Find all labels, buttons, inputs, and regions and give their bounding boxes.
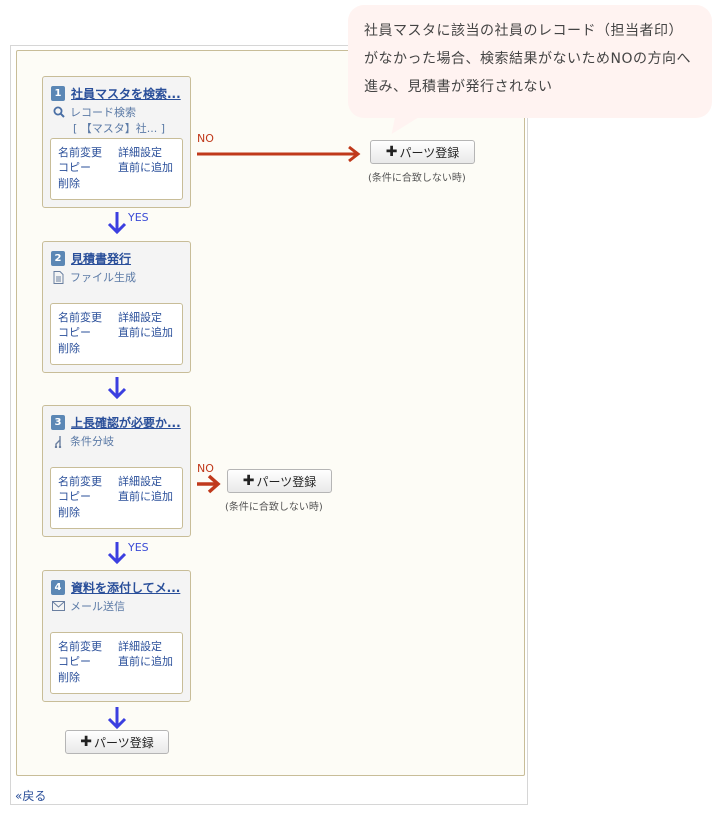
add-parts-label: パーツ登録 [256, 474, 317, 489]
add-parts-label: パーツ登録 [93, 735, 154, 750]
step-actions: 名前変更 詳細設定 コピー 直前に追加 削除 [50, 632, 183, 694]
step-title-link[interactable]: 資料を添付してメ... [71, 580, 181, 595]
detail-settings-link[interactable]: 詳細設定 [118, 475, 162, 488]
insert-before-link[interactable]: 直前に追加 [118, 655, 173, 668]
detail-settings-link[interactable]: 詳細設定 [118, 640, 162, 653]
yes-arrow-icon [107, 542, 127, 565]
detail-settings-link[interactable]: 詳細設定 [118, 311, 162, 324]
copy-link[interactable]: コピー [58, 326, 91, 339]
delete-link[interactable]: 削除 [58, 342, 80, 355]
add-parts-button[interactable]: ✚ パーツ登録 [227, 469, 332, 493]
down-arrow-icon [107, 377, 127, 400]
step-title-link[interactable]: 上長確認が必要か... [71, 415, 181, 430]
step-actions: 名前変更 詳細設定 コピー 直前に追加 削除 [50, 303, 183, 365]
yes-arrow-icon [107, 212, 127, 235]
step-number-badge: 2 [51, 250, 65, 266]
step-target-label: [ 【マスタ】社... ] [73, 122, 166, 135]
delete-link[interactable]: 削除 [58, 177, 80, 190]
flow-step-1: 1 社員マスタを検索... レコード検索 [ 【マスタ】社... ] 名前変更 … [42, 76, 191, 208]
delete-link[interactable]: 削除 [58, 506, 80, 519]
flow-step-2: 2 見積書発行 ファイル生成 名前変更 詳細設定 コピー 直前に追加 削除 [42, 241, 191, 373]
insert-before-link[interactable]: 直前に追加 [118, 490, 173, 503]
detail-settings-link[interactable]: 詳細設定 [118, 146, 162, 159]
plus-icon: ✚ [242, 473, 255, 489]
search-icon [52, 106, 65, 118]
yes-label: YES [128, 541, 149, 554]
plus-icon: ✚ [80, 734, 92, 750]
annotation-callout: 社員マスタに該当の社員のレコード（担当者印）がなかった場合、検索結果がないためN… [348, 5, 712, 118]
rename-link[interactable]: 名前変更 [58, 640, 102, 653]
copy-link[interactable]: コピー [58, 161, 91, 174]
step-number-badge: 3 [51, 414, 65, 430]
branch-icon [52, 435, 65, 448]
insert-before-link[interactable]: 直前に追加 [118, 161, 173, 174]
rename-link[interactable]: 名前変更 [58, 475, 102, 488]
step-title-link[interactable]: 社員マスタを検索... [71, 86, 181, 101]
yes-label: YES [128, 211, 149, 224]
step-type-label: メール送信 [70, 600, 125, 613]
plus-icon: ✚ [385, 144, 398, 160]
flow-step-4: 4 資料を添付してメ... メール送信 名前変更 詳細設定 コピー 直前に追加 … [42, 570, 191, 702]
step-type-label: 条件分岐 [70, 435, 114, 448]
delete-link[interactable]: 削除 [58, 671, 80, 684]
down-arrow-icon [107, 707, 127, 730]
add-parts-button-end[interactable]: ✚ パーツ登録 [65, 730, 169, 754]
condition-note: (条件に合致しない時) [368, 173, 466, 184]
step-actions: 名前変更 詳細設定 コピー 直前に追加 削除 [50, 467, 183, 529]
document-icon [52, 270, 65, 284]
step-number-badge: 4 [51, 579, 65, 595]
copy-link[interactable]: コピー [58, 655, 91, 668]
rename-link[interactable]: 名前変更 [58, 311, 102, 324]
step-number-badge: 1 [51, 85, 65, 101]
step-type-label: レコード検索 [70, 106, 136, 119]
step-type-label: ファイル生成 [70, 271, 136, 284]
back-link[interactable]: «戻る [15, 789, 47, 803]
insert-before-link[interactable]: 直前に追加 [118, 326, 173, 339]
no-label: NO [197, 462, 214, 475]
mail-icon [52, 601, 65, 611]
no-label: NO [197, 132, 214, 145]
step-title-link[interactable]: 見積書発行 [71, 251, 132, 266]
add-parts-button[interactable]: ✚ パーツ登録 [370, 140, 475, 164]
condition-note: (条件に合致しない時) [225, 502, 323, 513]
copy-link[interactable]: コピー [58, 490, 91, 503]
rename-link[interactable]: 名前変更 [58, 146, 102, 159]
add-parts-label: パーツ登録 [399, 145, 460, 160]
flow-step-3: 3 上長確認が必要か... 条件分岐 名前変更 詳細設定 コピー 直前に追加 削… [42, 405, 191, 537]
step-actions: 名前変更 詳細設定 コピー 直前に追加 削除 [50, 138, 183, 200]
no-arrow-icon [197, 145, 361, 163]
no-arrow-icon [197, 474, 221, 494]
